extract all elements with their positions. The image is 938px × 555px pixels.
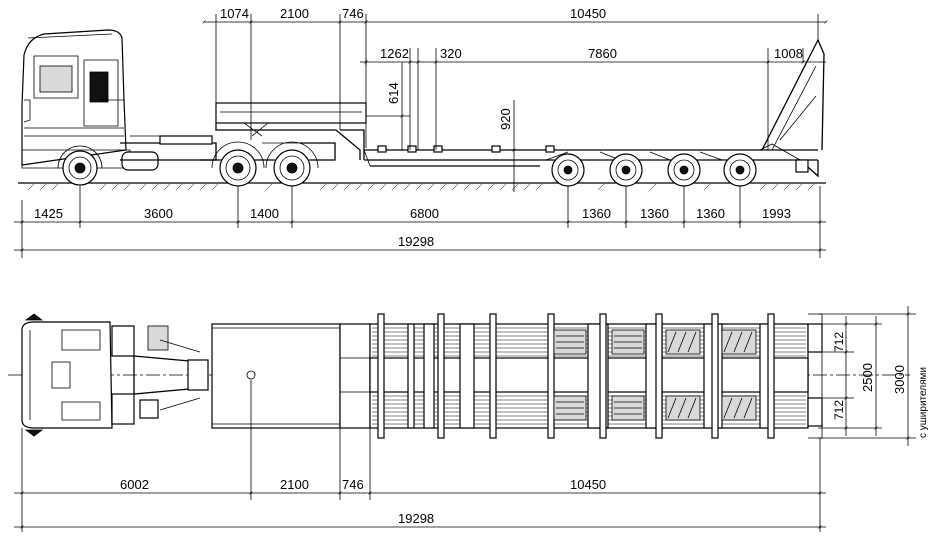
dim-1360-1: 1360 <box>582 206 611 221</box>
truck-cab <box>21 29 131 169</box>
dim-1400: 1400 <box>250 206 279 221</box>
trailer-deck-top <box>369 313 823 439</box>
dim-712-top: 712 <box>832 332 846 352</box>
dim-6800: 6800 <box>410 206 439 221</box>
top-right-dimensions: 712 712 2500 3000 с уширителями <box>818 306 929 446</box>
top-bottom-dimensions: 6002 2100 746 10450 19298 <box>14 380 826 532</box>
dim-1074: 1074 <box>220 6 249 21</box>
widener-note: с уширителями <box>918 367 929 438</box>
trailer-wheels <box>551 153 757 187</box>
truck-chassis <box>120 135 336 171</box>
dim-7860: 7860 <box>588 46 617 61</box>
front-wheel <box>57 145 103 186</box>
gooseneck-top <box>211 323 371 429</box>
dim-10450: 10450 <box>570 6 606 21</box>
tractor-rear-wheels <box>211 141 319 187</box>
side-view: 1074 2100 746 10450 1262 320 7860 1008 <box>14 6 828 258</box>
dim-1360-2: 1360 <box>640 206 669 221</box>
dim-3600: 3600 <box>144 206 173 221</box>
side-top-dimensions: 1074 2100 746 10450 <box>202 6 828 148</box>
dim-1262: 1262 <box>380 46 409 61</box>
side-deck-dimensions: 1262 320 7860 1008 <box>360 46 826 150</box>
top-view: 712 712 2500 3000 с уширителями 6002 210… <box>8 306 929 532</box>
dim-614: 614 <box>386 82 401 104</box>
dim-2100: 2100 <box>280 6 309 21</box>
dim-1360-3: 1360 <box>696 206 725 221</box>
dim-overall-top: 19298 <box>398 511 434 526</box>
tractor-top <box>21 313 209 437</box>
dim-320: 320 <box>440 46 462 61</box>
dim-1008: 1008 <box>774 46 803 61</box>
ground-line <box>18 182 826 191</box>
dim-6002: 6002 <box>120 477 149 492</box>
side-bottom-dimensions: 1425 3600 1400 6800 1360 1360 1360 1993 … <box>14 186 826 258</box>
dim-2100-top: 2100 <box>280 477 309 492</box>
dim-1425: 1425 <box>34 206 63 221</box>
dim-overall-side: 19298 <box>398 234 434 249</box>
rear-ramps <box>759 38 825 178</box>
dim-746-top: 746 <box>342 477 364 492</box>
dim-920: 920 <box>498 108 513 130</box>
side-vertical-dimensions: 614 920 <box>366 62 520 192</box>
dim-1993: 1993 <box>762 206 791 221</box>
dim-3000: 3000 <box>892 365 907 394</box>
dim-712-bottom: 712 <box>832 400 846 420</box>
dim-2500: 2500 <box>860 363 875 392</box>
dim-746: 746 <box>342 6 364 21</box>
dim-10450-top: 10450 <box>570 477 606 492</box>
